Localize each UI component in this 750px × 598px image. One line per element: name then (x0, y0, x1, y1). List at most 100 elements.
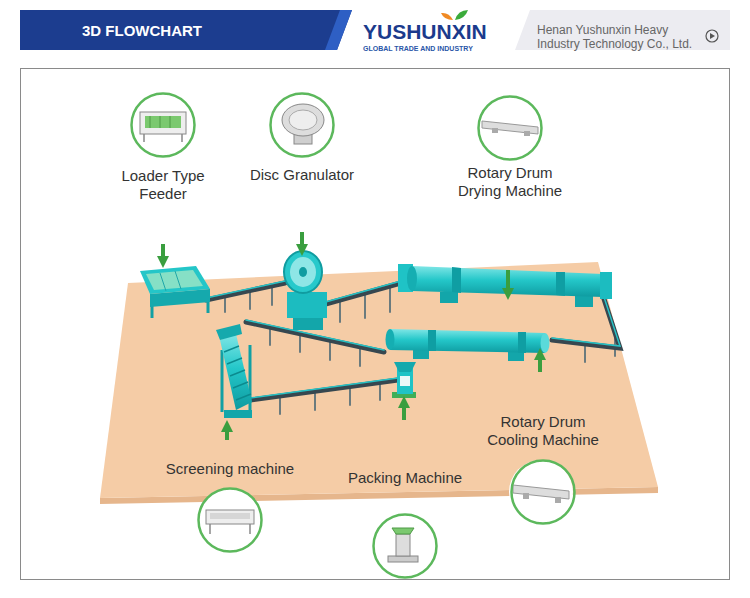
callout-ring (130, 92, 196, 158)
cooler-thumbnail (523, 493, 529, 499)
drying-drum (600, 272, 612, 299)
frame-border (21, 69, 730, 580)
packing-machine (400, 376, 410, 386)
callout-ring (197, 487, 263, 553)
feeder-thumbnail (143, 134, 145, 142)
loader-feeder (140, 266, 210, 318)
brand-tagline: GLOBAL TRADE AND INDUSTRY (363, 44, 503, 53)
dryer-thumbnail (492, 128, 498, 133)
screen-thumbnail (206, 510, 254, 524)
brand-logo: YUSHUNXIN (363, 20, 503, 44)
callout-disc (478, 96, 542, 160)
callout-disc (270, 93, 334, 157)
drying-drum (398, 264, 612, 307)
feeder-thumbnail (150, 116, 151, 128)
header-band (20, 10, 730, 50)
drying-drum (412, 266, 603, 297)
drying-drum (556, 272, 565, 296)
screening-machine (236, 394, 251, 400)
screening-machine (227, 358, 242, 364)
logo-leaf (455, 10, 468, 20)
packing-machine (394, 362, 416, 372)
feeder-thumbnail (160, 116, 161, 128)
screening-machine (220, 334, 252, 410)
callout-ring (372, 513, 438, 579)
machine-label: Rotary Drum Cooling Machine (481, 413, 606, 449)
belt-conveyor (250, 380, 398, 400)
pointer-arrow (402, 420, 406, 463)
belt-conveyor (249, 291, 251, 309)
screen-thumbnail (206, 510, 254, 534)
screen-thumbnail (249, 524, 251, 534)
belt-conveyor (339, 300, 341, 322)
screening-machine (224, 346, 239, 352)
cooling-drum (386, 329, 395, 350)
drying-drum (440, 292, 458, 303)
cooling-drum (541, 333, 550, 353)
pointer-arrow (225, 426, 229, 440)
belt-conveyor (250, 378, 398, 398)
screening-machine (216, 324, 242, 340)
callout-ring (132, 94, 195, 157)
header-band (325, 10, 352, 50)
screening-machine (230, 370, 245, 376)
cooler-thumbnail (513, 485, 569, 499)
belt-conveyor (359, 347, 361, 366)
dryer-thumbnail (524, 131, 530, 136)
label-group: Screening machine (140, 460, 320, 478)
callout-circle: Screening machine (197, 487, 263, 553)
cooler-thumbnail (513, 485, 569, 503)
belt-conveyor (206, 281, 285, 298)
callout-circle: Rotary Drum Drying Machine (477, 95, 543, 161)
callout-ring (271, 94, 334, 157)
play-icon (710, 33, 715, 39)
granulator-thumbnail (282, 104, 324, 144)
machine-label: Screening machine (140, 460, 320, 478)
belt-conveyor (552, 296, 620, 348)
packer-thumbnail (388, 556, 418, 562)
granulator-thumbnail (282, 104, 324, 136)
disc-granulator (293, 316, 323, 330)
pointer-arrow (506, 200, 510, 270)
callout-circle: Rotary Drum Cooling Machine (510, 459, 576, 525)
disc-granulator (284, 251, 322, 293)
cooling-drum (386, 329, 550, 361)
callout-circle: Packing Machine (372, 513, 438, 579)
logo-leaf (441, 13, 453, 20)
belt-conveyor (322, 279, 408, 303)
header-band (20, 10, 730, 50)
screening-machine (233, 382, 248, 388)
logo-leaf (441, 10, 468, 20)
label-group: Packing Machine (315, 469, 495, 487)
belt-conveyor (322, 281, 408, 305)
belt-conveyor (379, 383, 381, 400)
cooler-thumbnail (555, 497, 561, 503)
belt-conveyor (349, 387, 351, 405)
packing-machine (392, 362, 416, 398)
loader-feeder (175, 271, 181, 289)
label-group: Rotary Drum Cooling Machine (481, 413, 606, 449)
belt-conveyor (552, 294, 620, 346)
cooling-drum (428, 330, 436, 351)
machine-label: Packing Machine (315, 469, 495, 487)
callout-ring (199, 489, 262, 552)
play-icon (706, 30, 718, 42)
label-group: Loader Type Feeder (113, 167, 213, 203)
cooling-drum (518, 332, 526, 353)
loader-feeder (140, 266, 210, 294)
feeder-thumbnail (140, 112, 186, 142)
machine-label: Rotary Drum Drying Machine (450, 164, 570, 200)
header-title: 3D FLOWCHART (82, 22, 202, 40)
disc-granulator (299, 267, 307, 277)
belt-conveyor (584, 344, 586, 362)
pointer-arrow (402, 402, 406, 420)
disc-granulator (290, 257, 316, 287)
callout-disc (131, 93, 195, 157)
callout-circle: Loader Type Feeder (130, 92, 196, 158)
belt-conveyor (314, 391, 316, 410)
machine-label: Loader Type Feeder (113, 167, 213, 203)
loader-feeder (151, 305, 154, 318)
belt-conveyor (279, 396, 281, 414)
screening-machine (221, 350, 224, 412)
